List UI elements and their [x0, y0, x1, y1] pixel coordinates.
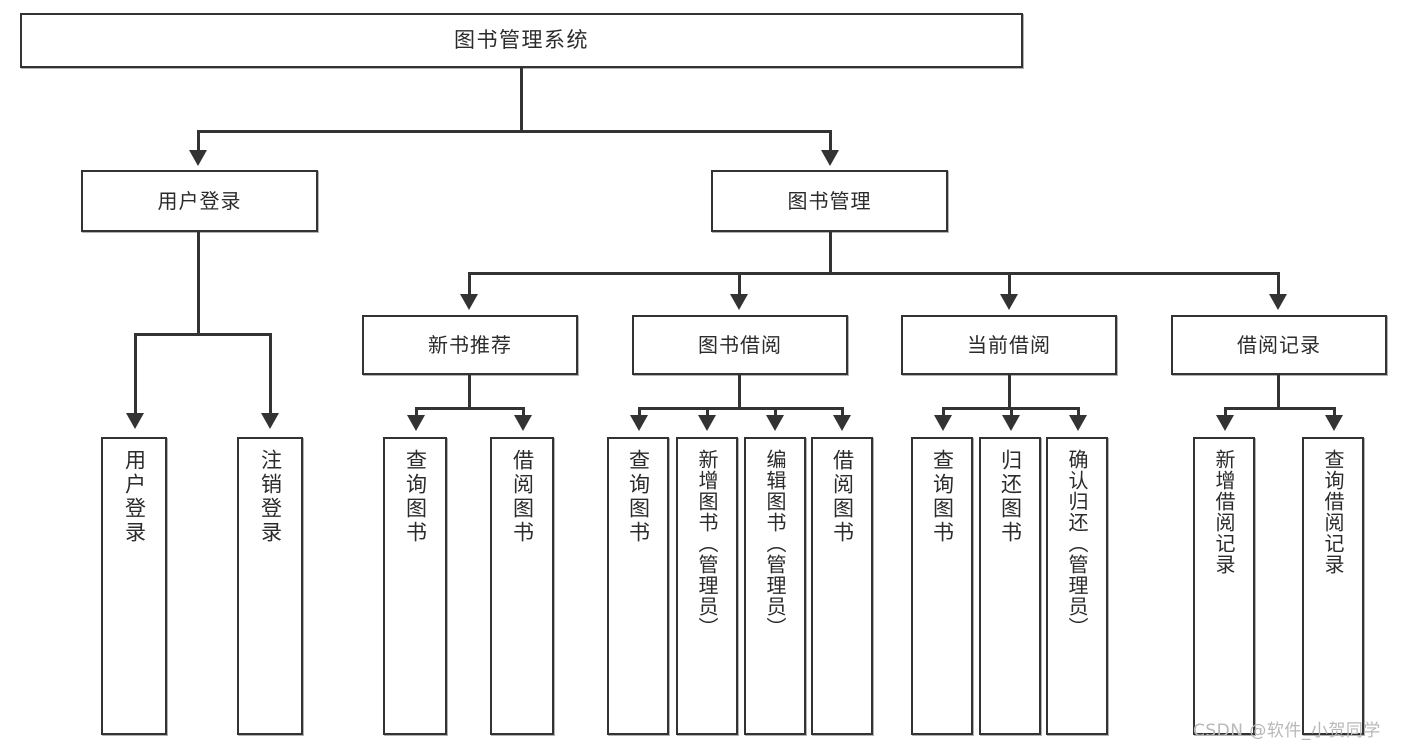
connector-drop-borrow-record — [1277, 272, 1280, 296]
arrow-to-nbr-leaf-1 — [407, 415, 425, 431]
connector-nbr-stem — [468, 375, 471, 409]
node-label: 归还图书 — [998, 449, 1023, 545]
leaf-cb-return-book[interactable]: 归还图书 — [979, 437, 1041, 735]
node-label: 图书管理 — [787, 188, 872, 213]
node-label: 用户登录 — [157, 188, 242, 213]
node-book-management[interactable]: 图书管理 — [711, 170, 948, 232]
node-label: 当前借阅 — [967, 332, 1051, 357]
arrow-to-bb-leaf-4 — [833, 415, 851, 431]
connector-user-login-stem — [197, 232, 200, 335]
node-label: 借阅图书 — [830, 449, 855, 545]
leaf-br-query-record[interactable]: 查询借阅记录 — [1302, 437, 1364, 735]
connector-br-bus — [1224, 407, 1336, 410]
arrow-to-cb-leaf-1 — [934, 415, 952, 431]
connector-drop-nbr-leaf-1 — [415, 407, 418, 417]
node-root-book-management-system[interactable]: 图书管理系统 — [20, 13, 1023, 68]
node-label: 查询借阅记录 — [1321, 449, 1345, 575]
leaf-nbr-borrow-book[interactable]: 借阅图书 — [490, 437, 554, 735]
node-borrow-record[interactable]: 借阅记录 — [1171, 315, 1387, 375]
connector-user-login-bus — [134, 333, 272, 336]
connector-root-bus — [197, 130, 832, 133]
connector-bb-stem — [738, 375, 741, 409]
connector-drop-nbr-leaf-2 — [522, 407, 525, 417]
node-label: 编辑图书（管理员） — [763, 449, 787, 638]
connector-drop-bb-leaf-3 — [774, 407, 777, 417]
connector-drop-cb-leaf-2 — [1010, 407, 1013, 417]
connector-drop-ul-leaf-1 — [134, 333, 137, 415]
node-label: 确认归还（管理员） — [1065, 449, 1089, 638]
connector-book-mgmt-stem — [829, 232, 832, 274]
node-current-borrow[interactable]: 当前借阅 — [901, 315, 1117, 375]
arrow-to-bb-leaf-1 — [630, 415, 648, 431]
node-label: 查询图书 — [403, 449, 428, 545]
node-label: 查询图书 — [930, 449, 955, 545]
node-label: 图书借阅 — [698, 332, 782, 357]
node-label: 注销登录 — [258, 449, 283, 545]
node-user-login[interactable]: 用户登录 — [81, 170, 318, 232]
connector-bb-bus — [638, 407, 844, 410]
connector-drop-br-leaf-1 — [1224, 407, 1227, 417]
arrow-to-nbr-leaf-2 — [514, 415, 532, 431]
connector-drop-br-leaf-2 — [1333, 407, 1336, 417]
leaf-bb-edit-book-admin[interactable]: 编辑图书（管理员） — [744, 437, 806, 735]
connector-root-stem — [520, 68, 523, 132]
node-label: 用户登录 — [122, 449, 147, 545]
arrow-to-ul-leaf-1 — [126, 413, 144, 429]
node-label: 借阅记录 — [1237, 332, 1321, 357]
connector-book-mgmt-bus — [468, 272, 1279, 275]
arrow-to-br-leaf-1 — [1216, 415, 1234, 431]
leaf-user-login[interactable]: 用户登录 — [101, 437, 167, 735]
leaf-nbr-query-book[interactable]: 查询图书 — [383, 437, 447, 735]
arrow-to-bb-leaf-3 — [766, 415, 784, 431]
arrow-to-cb-leaf-3 — [1069, 415, 1087, 431]
node-label: 新增图书（管理员） — [695, 449, 719, 638]
connector-nbr-bus — [415, 407, 525, 410]
node-label: 新书推荐 — [428, 332, 512, 357]
arrow-to-cb-leaf-2 — [1002, 415, 1020, 431]
arrow-to-user-login — [189, 150, 207, 166]
connector-drop-bb-leaf-1 — [638, 407, 641, 417]
connector-drop-bb-leaf-2 — [706, 407, 709, 417]
connector-drop-cb-leaf-3 — [1077, 407, 1080, 417]
connector-drop-bb-leaf-4 — [841, 407, 844, 417]
arrow-to-ul-leaf-2 — [261, 413, 279, 429]
connector-drop-book-borrow — [738, 272, 741, 296]
connector-drop-user-login — [197, 130, 200, 152]
arrow-to-borrow-record — [1269, 294, 1287, 310]
connector-drop-current-borrow — [1008, 272, 1011, 296]
connector-cb-stem — [1008, 375, 1011, 409]
connector-br-stem — [1277, 375, 1280, 409]
leaf-bb-add-book-admin[interactable]: 新增图书（管理员） — [676, 437, 738, 735]
node-label: 图书管理系统 — [454, 28, 589, 53]
arrow-to-book-borrow — [730, 294, 748, 310]
leaf-br-add-record[interactable]: 新增借阅记录 — [1193, 437, 1255, 735]
leaf-bb-query-book[interactable]: 查询图书 — [607, 437, 669, 735]
leaf-logout[interactable]: 注销登录 — [237, 437, 303, 735]
node-new-book-recommend[interactable]: 新书推荐 — [362, 315, 578, 375]
leaf-cb-query-book[interactable]: 查询图书 — [911, 437, 973, 735]
arrow-to-current-borrow — [1000, 294, 1018, 310]
node-label: 新增借阅记录 — [1212, 449, 1236, 575]
node-label: 查询图书 — [626, 449, 651, 545]
connector-drop-book-management — [829, 130, 832, 152]
arrow-to-book-management — [821, 150, 839, 166]
node-book-borrow[interactable]: 图书借阅 — [632, 315, 848, 375]
arrow-to-bb-leaf-2 — [698, 415, 716, 431]
connector-drop-new-book — [468, 272, 471, 296]
arrow-to-new-book-recommend — [460, 294, 478, 310]
leaf-cb-confirm-return-admin[interactable]: 确认归还（管理员） — [1046, 437, 1108, 735]
connector-drop-ul-leaf-2 — [269, 333, 272, 415]
node-label: 借阅图书 — [510, 449, 535, 545]
leaf-bb-borrow-book[interactable]: 借阅图书 — [811, 437, 873, 735]
arrow-to-br-leaf-2 — [1325, 415, 1343, 431]
connector-drop-cb-leaf-1 — [942, 407, 945, 417]
